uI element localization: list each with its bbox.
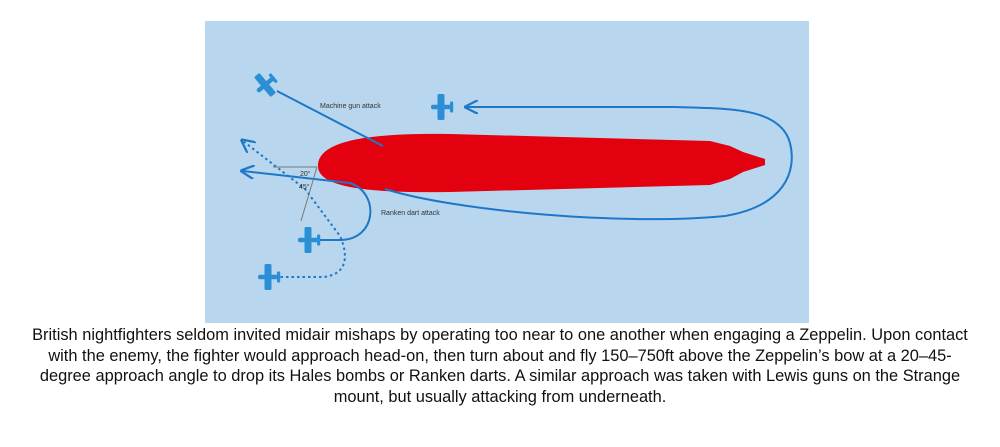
angle-20-label: 20° <box>300 170 311 178</box>
zeppelin-attack-diagram: Machine gun attack Ranken dart attack 20… <box>205 21 809 323</box>
machine-gun-attack-path <box>276 90 384 147</box>
angle-reference-line <box>300 166 318 222</box>
zeppelin-silhouette <box>318 133 765 193</box>
loop-path <box>384 107 793 221</box>
ranken-dart-attack-label: Ranken dart attack <box>381 210 440 217</box>
figure-caption: British nightfighters seldom invited mid… <box>32 326 968 406</box>
angle-45-label: 45° <box>299 183 310 191</box>
ranken-dart-attack-path <box>243 171 372 241</box>
machine-gun-attack-label: Machine gun attack <box>320 103 381 110</box>
